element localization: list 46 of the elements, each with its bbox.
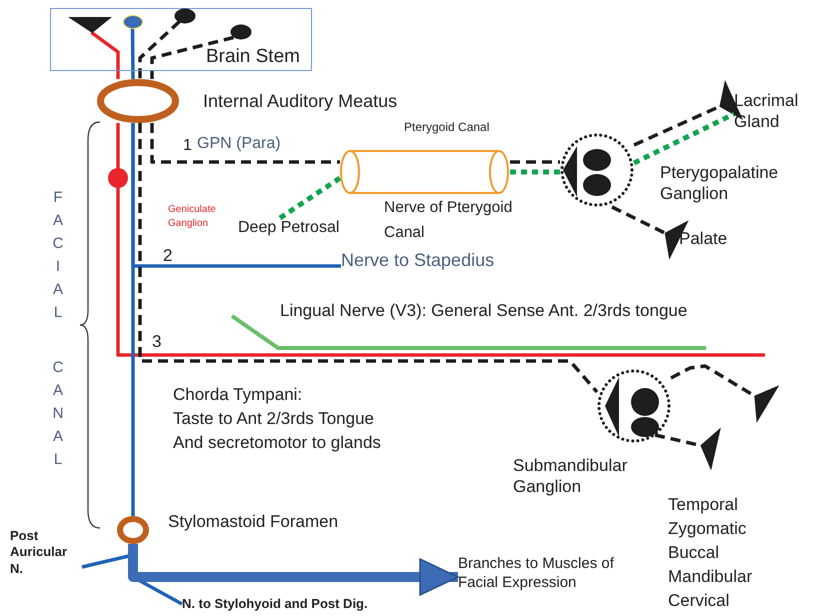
ganglion-label: Geniculate Ganglion [168, 203, 217, 231]
structure-label: Lacrimal Gland [734, 90, 796, 132]
nerve-line [150, 36, 234, 79]
nerve-ending-line [633, 80, 744, 147]
nerve-line [150, 123, 340, 164]
structure-label: Internal Auditory Meatus [203, 90, 398, 112]
nerve-ending-line [654, 428, 721, 470]
structure-label: Nerve to Stapedius [341, 249, 494, 272]
structure-label: N. to Stylohyoid and Post Dig. [182, 596, 368, 612]
nerve-line [131, 123, 135, 516]
nerve-label: GPN (Para) [197, 134, 282, 154]
structure-label: Submandibular Ganglion [513, 455, 628, 498]
structure-label: Pterygoid Canal [404, 120, 490, 135]
structure-label: Deep Petrosal [238, 218, 340, 238]
nerve-line [138, 20, 181, 79]
structure-label: Branches to Muscles of Facial Expression [458, 555, 643, 592]
structure-label: Palate [679, 228, 728, 250]
branch-number: 3 [152, 331, 162, 353]
structure-caption: Nerve of Pterygoid Canal [384, 198, 514, 243]
branch-name: Buccal [668, 542, 720, 564]
block-arrow [128, 544, 459, 596]
branch-name: Zygomatic [668, 518, 748, 540]
nerve-label: Chorda Tympani: [173, 384, 304, 406]
structure-label: Pterygopalatine Ganglion [660, 162, 780, 204]
nerve-line [632, 112, 736, 166]
nerve-line [278, 176, 342, 220]
branch-name: Cervical [668, 590, 730, 612]
nerve-label: Lingual Nerve (V3): General Sense Ant. 2/3rds tongue [280, 300, 688, 322]
structure-label: Brain Stem [206, 45, 301, 69]
nerve-line [138, 123, 598, 394]
nerve-line [510, 170, 560, 174]
nerve-line [116, 123, 765, 357]
vertical-label: FACIAL [52, 188, 64, 323]
nerve-description: Taste to Ant 2/3rds Tongue And secretomotor to glands [173, 408, 382, 454]
nerve-line [510, 160, 560, 164]
branch-number: 2 [163, 245, 174, 267]
nerve-ending-line [611, 205, 689, 260]
vertical-label: CANAL [52, 358, 64, 470]
branch-name: Mandibular [668, 566, 754, 588]
region-box [50, 8, 312, 71]
nerve-line [130, 28, 135, 80]
branch-name: Temporal [668, 494, 739, 516]
nerve-line [90, 31, 120, 79]
structure-label: Post Auricular N. [10, 528, 82, 577]
nerve-ending-line [670, 364, 780, 423]
structure-label: Stylomastoid Foramen [168, 511, 340, 532]
